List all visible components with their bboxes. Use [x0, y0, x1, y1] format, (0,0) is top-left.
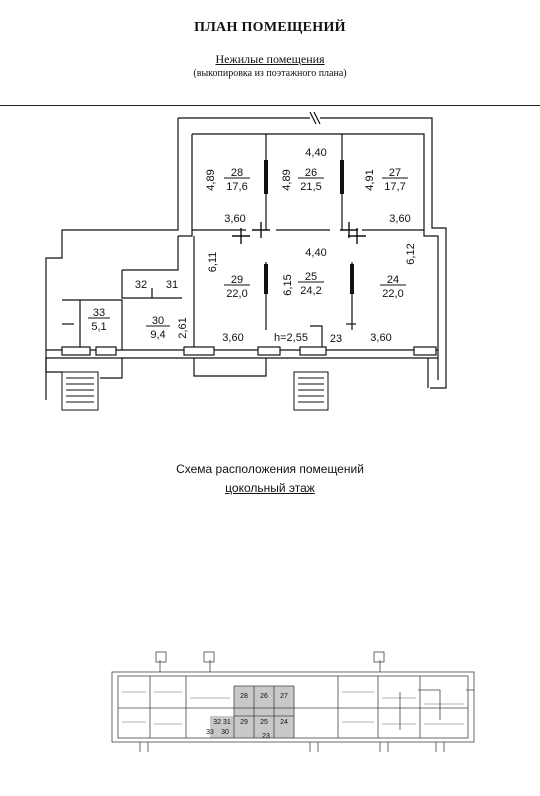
- scheme-floor-text: цокольный этаж: [225, 481, 315, 495]
- highlighted-premises: [234, 686, 294, 738]
- dim-right-360: 3,60: [389, 213, 410, 225]
- dim-mid-width: 4,40: [305, 247, 326, 259]
- dim-ceiling-height: h=2,55: [274, 332, 308, 344]
- dim-bottom-left-360: 3,60: [222, 332, 243, 344]
- dim-room-28-depth: 4,89: [205, 169, 217, 190]
- page-note: (выкопировка из поэтажного плана): [193, 68, 347, 79]
- room-26-area: 21,5: [300, 181, 321, 193]
- scheme-room-23: 23: [262, 733, 270, 740]
- dim-left-360: 3,60: [224, 213, 245, 225]
- scheme-room-26: 26: [260, 693, 268, 700]
- scheme-room-27: 27: [280, 693, 288, 700]
- room-29-number: 29: [231, 274, 243, 286]
- scheme-room-28: 28: [240, 693, 248, 700]
- dim-top-width: 4,40: [305, 147, 326, 159]
- dim-room-24-depth: 6,12: [405, 243, 417, 264]
- scheme-room-29: 29: [240, 719, 248, 726]
- page-title: ПЛАН ПОМЕЩЕНИЙ: [194, 20, 346, 35]
- dim-room-26-depth: 4,89: [281, 169, 293, 190]
- scheme-room-25: 25: [260, 719, 268, 726]
- scheme-room-24: 24: [280, 719, 288, 726]
- room-25-number: 25: [305, 271, 317, 283]
- room-31-number: 31: [166, 279, 178, 291]
- room-28-number: 28: [231, 167, 243, 179]
- page-subtitle: Нежилые помещения: [215, 52, 325, 66]
- header-divider: [0, 105, 540, 106]
- room-30-area: 9,4: [150, 329, 165, 341]
- dim-room-27-depth: 4,91: [364, 169, 376, 190]
- dim-bottom-right-360: 3,60: [370, 332, 391, 344]
- room-25-area: 24,2: [300, 285, 321, 297]
- room-24-area: 22,0: [382, 288, 403, 300]
- dim-room-29-depth: 6,11: [207, 252, 219, 273]
- room-24-number: 24: [387, 274, 399, 286]
- room-33-area: 5,1: [91, 321, 106, 333]
- scheme-room-30: 30: [221, 729, 229, 736]
- room-29-area: 22,0: [226, 288, 247, 300]
- room-23-number: 23: [330, 333, 342, 345]
- dim-room-30-depth: 2,61: [177, 317, 189, 338]
- room-26-number: 26: [305, 167, 317, 179]
- scheme-caption: Схема расположения помещений: [176, 462, 364, 476]
- scheme-room-33: 33: [206, 729, 214, 736]
- dim-room-25-depth: 6,15: [282, 274, 294, 295]
- room-27-number: 27: [389, 167, 401, 179]
- room-27-area: 17,7: [384, 181, 405, 193]
- highlighted-premises-lower: [210, 716, 236, 738]
- room-33-number: 33: [93, 307, 105, 319]
- room-28-area: 17,6: [226, 181, 247, 193]
- room-32-number: 32: [135, 279, 147, 291]
- room-30-number: 30: [152, 315, 164, 327]
- scheme-floor-label: цокольный этаж: [0, 481, 540, 495]
- scheme-room-32-31: 32 31: [213, 719, 231, 726]
- floor-plan: 28 17,6 26 21,5 27 17,7 29 22,0 25 24,2 …: [45, 111, 447, 411]
